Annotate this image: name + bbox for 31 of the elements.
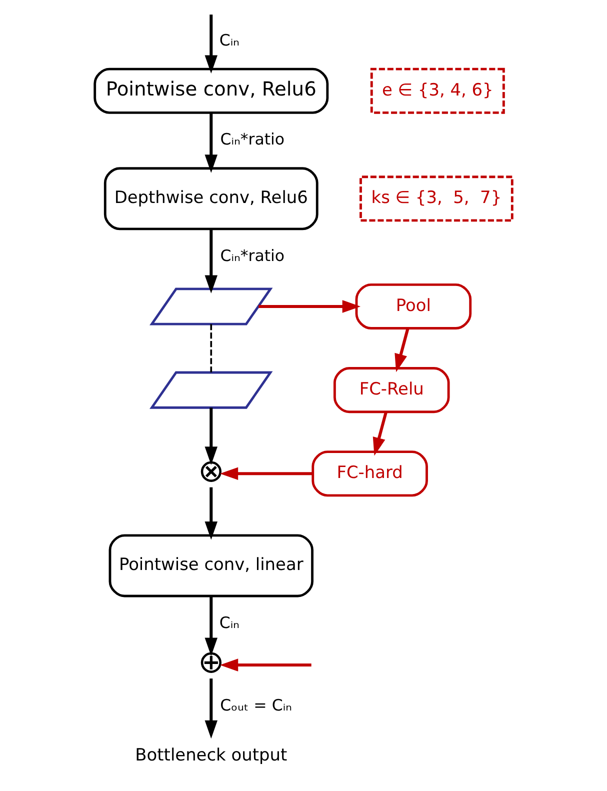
arrow [204, 14, 218, 74]
node-box: FC-hard [312, 450, 428, 497]
arrow [220, 658, 312, 672]
node-text: ⊗ [198, 453, 224, 490]
arrow [394, 328, 410, 372]
node-box: Pointwise conv, Relu6 [94, 68, 329, 114]
node-box: Pointwise conv, linear [108, 534, 314, 598]
node-box: ks ∈ {3, 5, 7} [360, 176, 514, 222]
node-box: FC-Relu [333, 367, 450, 414]
node-box: Depthwise conv, Relu6 [104, 167, 318, 230]
arrow [204, 112, 218, 173]
node-text: ⊕ [198, 644, 224, 681]
arrow [204, 678, 218, 739]
node-box: Pool [355, 283, 472, 330]
arrow [372, 412, 388, 456]
arrow [220, 467, 312, 480]
arrow [258, 300, 361, 313]
edge-label: Cᵢₙ [219, 30, 240, 50]
edge-label: Cₒᵤₜ = Cᵢₙ [220, 695, 292, 714]
node-parallelogram [150, 371, 273, 409]
arrow [204, 596, 218, 656]
edge-label: Cᵢₙ*ratio [220, 130, 285, 149]
node-text: Bottleneck output [135, 744, 288, 764]
node-box: e ∈ {3, 4, 6} [370, 68, 505, 114]
arrow [204, 229, 218, 294]
edge-label: Cᵢₙ [219, 612, 240, 632]
arrow [204, 408, 218, 465]
connector [210, 324, 212, 372]
edge-label: Cᵢₙ*ratio [220, 246, 285, 265]
node-parallelogram [150, 288, 273, 326]
arrow [204, 487, 218, 540]
